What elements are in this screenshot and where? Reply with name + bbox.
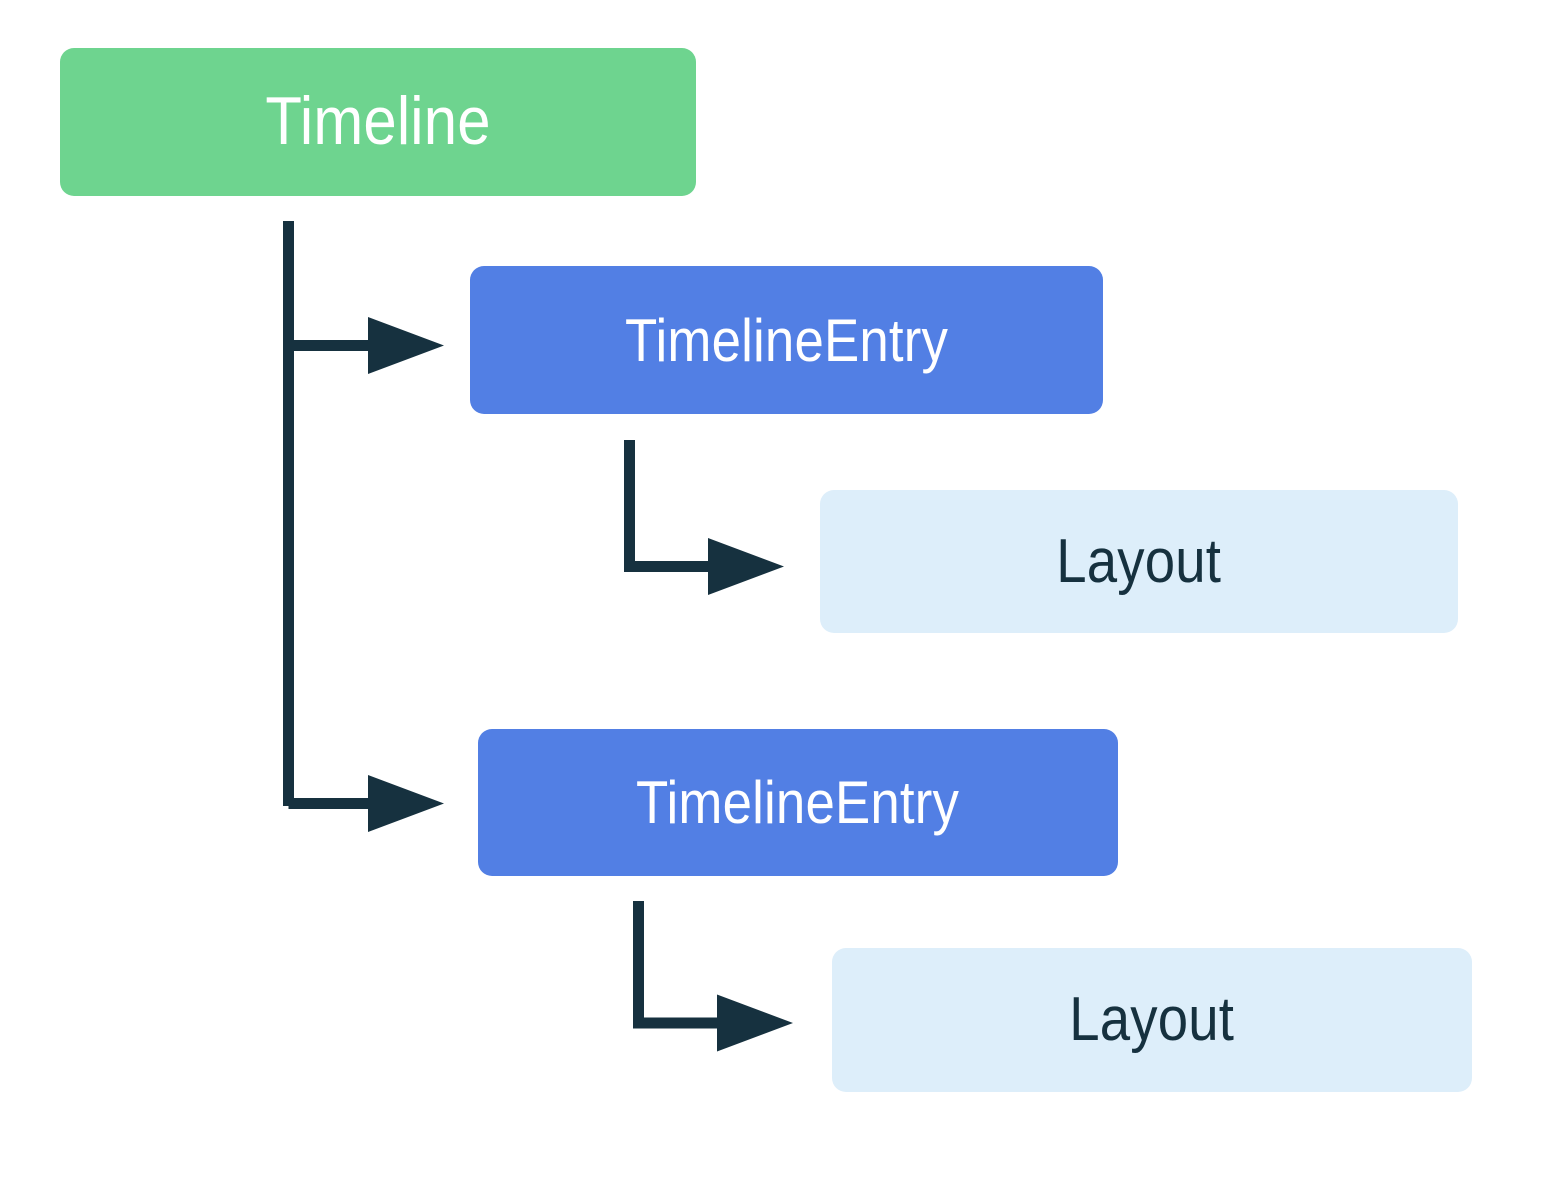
node-label: Layout bbox=[1056, 526, 1222, 596]
node-label: Timeline bbox=[265, 83, 491, 160]
edge-root-to-entry-1 bbox=[283, 221, 444, 806]
node-layout-1[interactable]: Layout bbox=[820, 490, 1458, 633]
edge-root-to-entry-2 bbox=[288, 775, 444, 832]
edge-entry-1-to-leaf-1 bbox=[624, 440, 784, 595]
edge-entry-2-to-leaf-2 bbox=[633, 901, 793, 1052]
arrowhead-icon bbox=[708, 538, 784, 595]
node-timeline-root[interactable]: Timeline bbox=[60, 48, 696, 196]
arrowhead-icon bbox=[368, 775, 444, 832]
arrowhead-icon bbox=[717, 994, 793, 1052]
node-timeline-entry-2[interactable]: TimelineEntry bbox=[478, 729, 1118, 876]
arrowhead-icon bbox=[368, 317, 444, 374]
node-label: TimelineEntry bbox=[636, 769, 960, 836]
node-layout-2[interactable]: Layout bbox=[832, 948, 1472, 1092]
node-label: Layout bbox=[1069, 985, 1235, 1055]
node-label: TimelineEntry bbox=[624, 306, 949, 374]
node-timeline-entry-1[interactable]: TimelineEntry bbox=[470, 266, 1103, 414]
